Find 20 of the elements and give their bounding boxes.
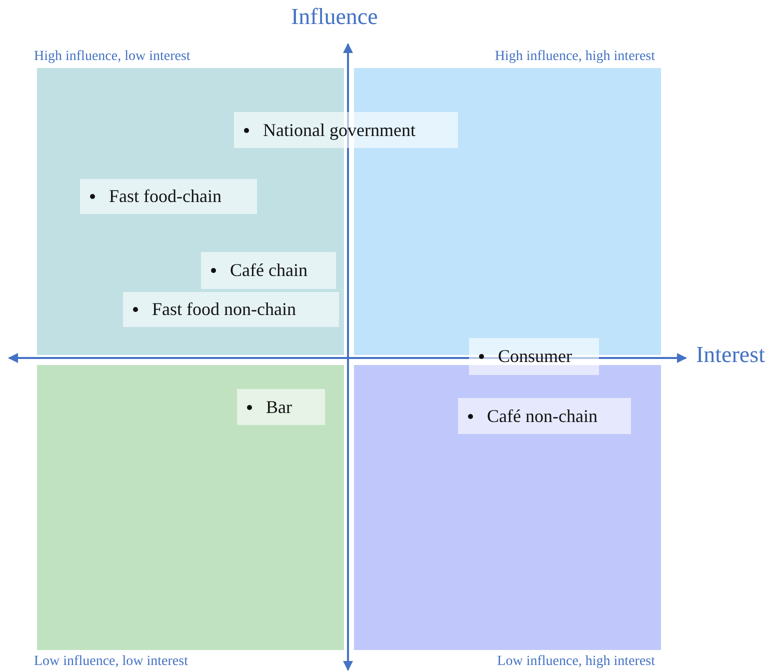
quadrant-label: High influence, low interest bbox=[34, 49, 190, 65]
stakeholder-card bbox=[123, 292, 339, 327]
quadrant-label: High influence, high interest bbox=[494, 49, 655, 65]
stakeholder-name: Consumer bbox=[498, 346, 572, 367]
stakeholder-card bbox=[458, 398, 631, 434]
stakeholder-name: National government bbox=[263, 120, 416, 140]
axis-title: Influence bbox=[291, 4, 378, 30]
stakeholder-name: Fast food-chain bbox=[109, 186, 222, 207]
stakeholder-name: Bar bbox=[266, 396, 292, 418]
stakeholder-name: Fast food non-chain bbox=[152, 299, 296, 320]
stakeholder-card bbox=[469, 338, 599, 375]
axis-title: Interest bbox=[696, 342, 765, 368]
stakeholder-name: Café non-chain bbox=[487, 406, 598, 426]
stakeholder-card bbox=[201, 252, 336, 289]
stakeholder-card bbox=[234, 112, 458, 148]
stakeholder-card bbox=[80, 179, 257, 214]
quadrant-label: Low influence, high interest bbox=[497, 654, 655, 670]
quadrant-label: Low influence, low interest bbox=[34, 654, 188, 670]
stakeholder-name: Café chain bbox=[230, 260, 308, 281]
stakeholder-card bbox=[237, 389, 325, 425]
